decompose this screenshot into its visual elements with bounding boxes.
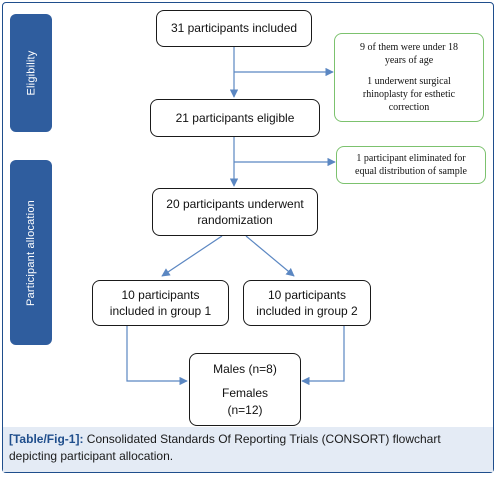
figure-caption-text: Consolidated Standards Of Reporting Tria… [9, 432, 441, 464]
box-final-females-count: (n=12) [227, 402, 263, 417]
exclusion-1-surgery-line-1: 1 underwent surgical [367, 76, 451, 87]
exclusion-1-surgery-line-2: rhinoplasty for esthetic [362, 89, 456, 100]
arrow-to-group-1 [161, 235, 223, 277]
figure-caption: [Table/Fig-1]: Consolidated Standards Of… [3, 427, 493, 472]
box-group-2-line-2: included in group 2 [256, 304, 358, 318]
side-label-eligibility: Eligibility [10, 14, 52, 132]
side-label-allocation: Participant allocation [10, 160, 52, 345]
box-randomization-line-2: randomization [197, 213, 273, 227]
box-participants-included-text: 31 participants included [170, 21, 298, 36]
arrow-to-group-2 [245, 235, 295, 277]
exclusion-1-age-line-1: 9 of them were under 18 [359, 42, 459, 53]
arrow-group2-to-final [301, 326, 345, 386]
exclusion-2-line-1: 1 participant eliminated for [356, 153, 466, 164]
box-group-2-line-1: 10 participants [267, 287, 347, 302]
box-group-1: 10 participants included in group 1 [92, 280, 229, 326]
exclusion-box-2: 1 participant eliminated for equal distr… [336, 146, 486, 184]
exclusion-1-age-line-2: years of age [384, 55, 434, 66]
exclusion-2-line-2: equal distribution of sample [355, 166, 467, 177]
box-final-females-label: Females [221, 386, 268, 401]
exclusion-box-1: 9 of them were under 18 years of age 1 u… [334, 33, 484, 122]
box-group-1-line-1: 10 participants [121, 287, 200, 302]
box-randomization: 20 participants underwent randomization [152, 188, 318, 236]
box-final-sex-distribution: Males (n=8) Females (n=12) [189, 353, 301, 426]
figure-caption-tag: [Table/Fig-1]: [9, 432, 84, 446]
box-randomization-line-1: 20 participants underwent [166, 196, 304, 211]
box-participants-included: 31 participants included [156, 10, 312, 47]
box-participants-eligible: 21 participants eligible [150, 99, 320, 137]
box-participants-eligible-text: 21 participants eligible [175, 110, 295, 125]
box-group-2: 10 participants included in group 2 [243, 280, 371, 326]
box-group-1-line-2: included in group 1 [109, 304, 212, 318]
figure-frame [2, 2, 494, 473]
box-final-males: Males (n=8) [213, 362, 277, 377]
arrow-group1-to-final [126, 326, 188, 386]
exclusion-1-surgery-line-3: correction [388, 102, 430, 113]
